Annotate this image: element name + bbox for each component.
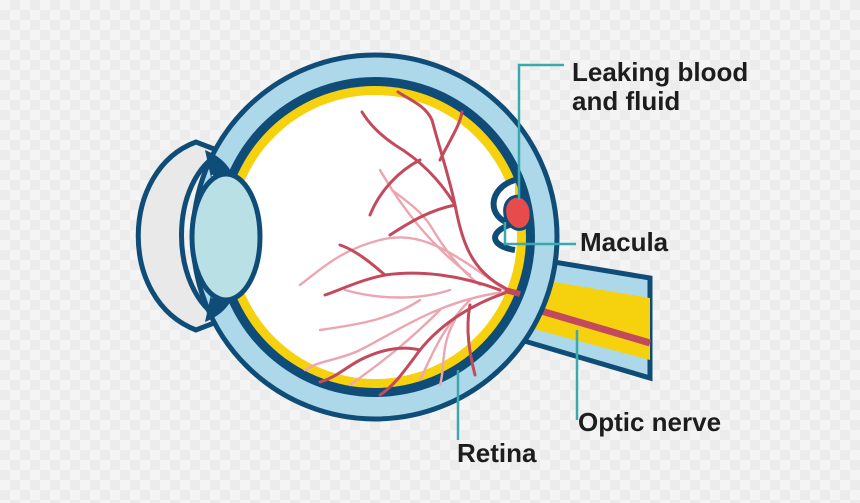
label-leaking-line2: and fluid xyxy=(572,86,680,116)
retinal-vessels xyxy=(318,90,507,397)
cornea xyxy=(135,139,229,333)
retinal-vessels-light xyxy=(298,168,507,387)
label-optic-nerve: Optic nerve xyxy=(578,407,721,437)
leader-macula xyxy=(503,222,576,246)
leader-lines xyxy=(456,63,579,440)
leader-leaking xyxy=(517,63,564,200)
label-leaking-line1: Leaking blood xyxy=(572,57,748,87)
lens xyxy=(189,171,263,303)
blood-leak-icon xyxy=(503,194,533,231)
label-retina: Retina xyxy=(457,438,537,468)
central-vessel-trunk xyxy=(504,287,521,297)
eye-interior xyxy=(233,95,517,379)
label-macula: Macula xyxy=(580,227,669,257)
